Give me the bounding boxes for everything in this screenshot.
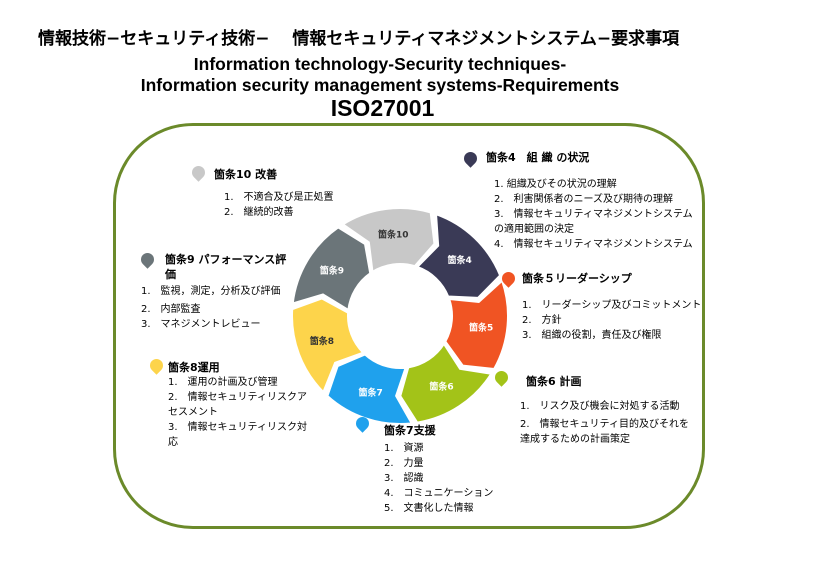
section-7-item: 5. 文書化した情報 [384,503,474,514]
section-9-title: 箇条9 パフォーマンス評価 [165,253,287,281]
section-10-title: 箇条10 改善 [214,168,278,181]
wheel-segment-label: 箇条5 [469,322,493,334]
section-5-item: 2. 方針 [522,315,562,326]
section-10: 箇条10 改善 1. 不適合及び是正処置 2. 継続的改善 [214,167,374,220]
section-4-title: 箇条4 組 織 の状況 [486,151,590,164]
wheel-segment-label: 箇条4 [448,254,472,266]
section-7: 箇条7支援 1. 資源 2. 力量 3. 認識 4. コミュニケーション 5. … [384,423,524,516]
section-5-item: 1. リーダーシップ及びコミットメント [522,300,702,311]
section-5-item: 3. 組織の役割，責任及び権限 [522,330,662,341]
section-7-item: 4. コミュニケーション [384,488,494,499]
section-7-item: 2. 力量 [384,458,424,469]
section-9: 箇条9 パフォーマンス評価 1. 監視，測定，分析及び評価 2. 内部監査 3.… [141,252,291,332]
header-title-jp: 情報技術−セキュリティ技術− 情報セキュリティマネジメントシステム−要求事項 [38,29,680,49]
wheel-segment-label: 箇条9 [320,264,344,276]
wheel-segment [341,207,436,274]
section-6-title: 箇条6 計画 [526,375,582,388]
section-8-title: 箇条8運用 [168,361,220,374]
wheel-segment-label: 箇条8 [310,335,334,347]
section-10-item: 1. 不適合及び是正処置 [224,192,334,203]
section-7-item: 1. 資源 [384,443,424,454]
section-8: 箇条8運用 1. 運用の計画及び管理 2. 情報セキュリティリスクアセスメント … [168,360,313,450]
wheel-segment [444,278,509,371]
section-4-item: 3. 情報セキュリティマネジメントシステムの適用範囲の決定 [494,209,693,235]
section-5: 箇条５リーダーシップ 1. リーダーシップ及びコミットメント 2. 方針 3. … [522,271,702,343]
section-4-item: 2. 利害関係者のニーズ及び期待の理解 [494,194,674,205]
header-title-en-line1: Information technology-Security techniqu… [193,54,567,74]
wheel-segment [291,297,365,394]
wheel-segment-label: 箇条7 [358,387,382,399]
section-8-item: 3. 情報セキュリティリスク対応 [168,422,307,448]
section-9-item: 1. 監視，測定，分析及び評価 [141,286,281,297]
section-6-item: 2. 情報セキュリティ目的及びそれを達成するための計画策定 [520,419,689,445]
section-10-item: 2. 継続的改善 [224,207,294,218]
section-6-item: 1. リスク及び機会に対処する活動 [520,401,680,412]
section-4: 箇条4 組 織 の状況 1. 組織及びその状況の理解 2. 利害関係者のニーズ及… [486,150,693,252]
section-6: 箇条6 計画 1. リスク及び機会に対処する活動 2. 情報セキュリティ目的及び… [520,374,690,447]
wheel-segment-label: 箇条10 [378,228,409,240]
section-5-title: 箇条５リーダーシップ [522,272,632,285]
rounded-frame [113,123,705,529]
standard-name: ISO27001 [330,95,435,121]
wheel-segment [399,341,493,424]
section-7-item: 3. 認識 [384,473,424,484]
section-8-item: 1. 運用の計画及び管理 [168,377,278,388]
section-8-item: 2. 情報セキュリティリスクアセスメント [168,392,307,418]
wheel-segment [291,226,372,312]
wheel-segment-label: 箇条6 [429,381,453,393]
section-7-title: 箇条7支援 [384,424,436,437]
wheel-segment [415,212,502,299]
header-title-en-line2: Information security management systems-… [140,75,620,95]
section-9-item: 3. マネジメントレビュー [141,319,261,330]
wheel-segment [326,353,414,425]
section-4-item: 4. 情報セキュリティマネジメントシステム [494,239,693,250]
section-4-item: 1. 組織及びその状況の理解 [494,179,617,190]
section-9-item: 2. 内部監査 [141,304,201,315]
